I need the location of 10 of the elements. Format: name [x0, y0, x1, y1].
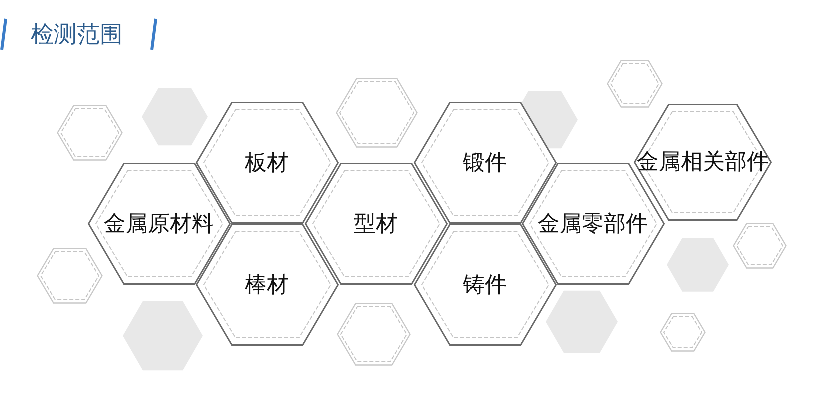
- hexagon: 金属原材料: [88, 163, 230, 285]
- hexagon: [37, 248, 103, 304]
- hexagon: [336, 78, 418, 148]
- hexagon: 型材: [304, 163, 448, 285]
- hexagon: [607, 60, 663, 108]
- hexagon: [57, 105, 123, 161]
- hexagon: [660, 312, 706, 352]
- hexagon: [337, 302, 411, 366]
- title: 检测范围: [31, 21, 123, 49]
- hexagon: [733, 223, 787, 269]
